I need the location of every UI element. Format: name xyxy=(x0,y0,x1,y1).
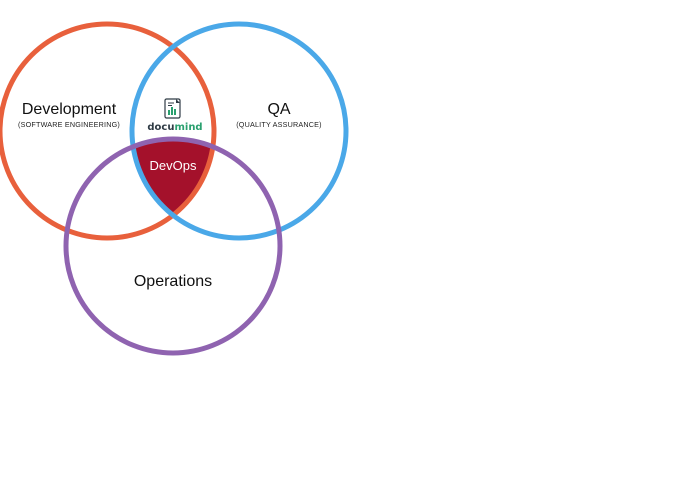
operations-circle xyxy=(63,136,283,356)
logo-wordmark: documind xyxy=(147,122,202,133)
qa-label: QA xyxy=(267,101,290,118)
development-label: Development xyxy=(22,101,117,118)
document-chart-icon xyxy=(164,98,181,119)
development-sublabel: (SOFTWARE ENGINEERING) xyxy=(18,120,120,129)
documind-logo: documind xyxy=(147,98,203,133)
logo-wordmark-suffix: mind xyxy=(174,122,202,133)
operations-label: Operations xyxy=(134,273,212,290)
qa-sublabel: (QUALITY ASSURANCE) xyxy=(236,120,322,129)
development-circle xyxy=(0,21,217,241)
logo-wordmark-prefix: docu xyxy=(147,122,174,133)
qa-circle xyxy=(129,21,349,241)
devops-label: DevOps xyxy=(150,158,197,173)
